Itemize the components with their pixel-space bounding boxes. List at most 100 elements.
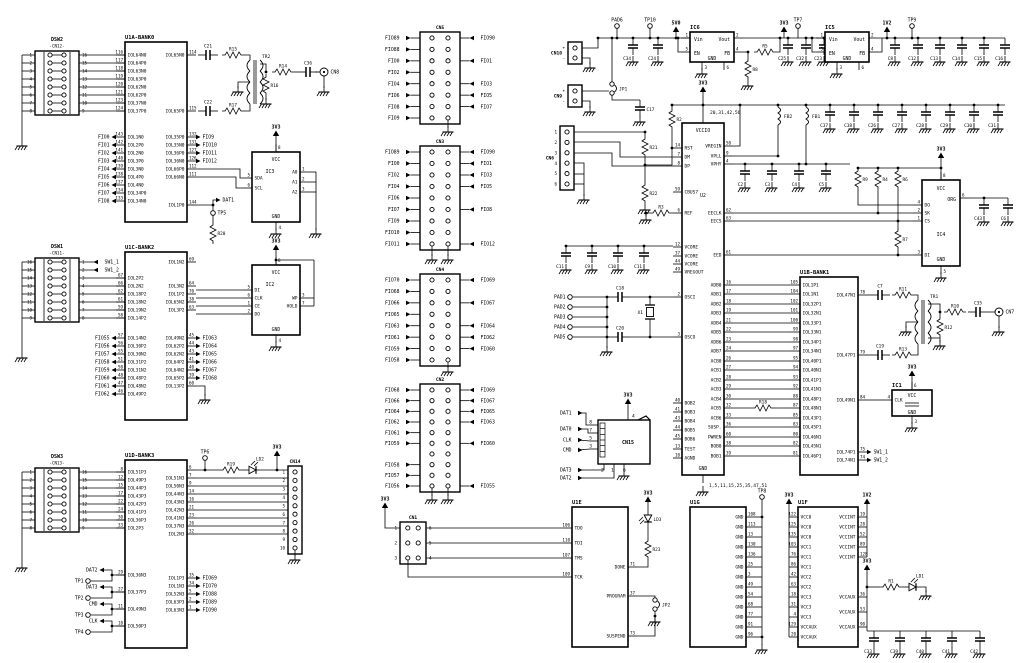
text-8: 8 <box>29 109 32 114</box>
text-fio90: FIO90 <box>481 36 496 42</box>
ferrite-bead-fb2: FB2 <box>777 106 793 126</box>
text-7: 7 <box>282 520 285 525</box>
text-ce: CE <box>255 304 261 310</box>
text-1: 1 <box>611 468 614 474</box>
text-4: 4 <box>726 158 729 163</box>
text-c17: C17 <box>647 107 655 113</box>
text-3v3: 3V3 <box>643 491 652 497</box>
text-3v3: 3V3 <box>784 493 793 499</box>
ground-symbol <box>870 123 884 134</box>
text-sw1-2: SW1_2 <box>874 458 889 464</box>
ground-symbol <box>268 228 282 239</box>
text-vcc1: VCC1 <box>801 565 812 571</box>
text-r4: R4 <box>883 177 889 183</box>
text-87: 87 <box>793 402 799 407</box>
text-vcc3: VCC3 <box>801 595 812 601</box>
test-point-tp3: TP3 <box>75 612 91 619</box>
text-5: 5 <box>589 436 592 442</box>
text-2: 2 <box>29 61 32 66</box>
text-1: 1 <box>29 53 32 58</box>
text-acb4: ACB4 <box>711 397 722 403</box>
wire-bus <box>309 297 314 307</box>
text-vccaux: VCCAUX <box>839 610 856 616</box>
text-c23: C23 <box>814 56 822 62</box>
text-agnd: AGND <box>685 456 696 462</box>
text-81: 81 <box>793 450 799 455</box>
text-63: 63 <box>791 581 797 586</box>
text-3v3: 3V3 <box>271 239 280 245</box>
text-111: 111 <box>189 171 197 176</box>
text-vcc3: VCC3 <box>801 615 812 621</box>
text-gnd: GND <box>937 257 946 263</box>
text-acb5: ACB5 <box>711 406 722 412</box>
text-fio68: FIO68 <box>385 289 400 295</box>
text-iol65n2: IOL65N2 <box>166 300 185 306</box>
text-iol37n0: IOL37N0 <box>128 101 147 107</box>
text-7: 7 <box>189 472 192 477</box>
text-85: 85 <box>793 412 799 417</box>
text-3: 3 <box>589 444 592 450</box>
text-iol2p2: IOL2P2 <box>128 276 145 282</box>
wire <box>578 464 605 471</box>
text-iol2n0: IOL2N0 <box>128 151 145 157</box>
resistor-r16: R16 <box>262 74 279 96</box>
text-24: 24 <box>726 345 732 350</box>
text-iol41n1: IOL41N1 <box>803 387 822 393</box>
text-acb6: ACB6 <box>711 416 722 422</box>
label-3: 3 <box>589 444 592 450</box>
text-24: 24 <box>118 506 124 511</box>
ic-block: VCCIOU2GND14RST7DM8DP59CBUS76REF12VCORE3… <box>673 115 733 483</box>
text-fio55: FIO55 <box>481 484 496 490</box>
text-fio4: FIO4 <box>98 167 110 173</box>
text-iol50n3: IOL50N3 <box>166 484 185 490</box>
label-6: 6 <box>623 468 626 474</box>
text-u1g: U1G <box>690 500 700 506</box>
text-4: 4 <box>279 225 282 230</box>
text-c6: C6 <box>1001 216 1007 222</box>
text-vcore: VCORE <box>685 254 699 260</box>
text-100: 100 <box>790 317 798 322</box>
text-iol43p1: IOL43P1 <box>803 416 822 422</box>
text-tp3: TP3 <box>75 613 84 619</box>
text-8: 8 <box>82 316 85 321</box>
text-iol35n0: IOL35N0 <box>166 143 185 149</box>
text-26: 26 <box>189 520 195 525</box>
text-r7: R7 <box>903 237 909 243</box>
text-12: 12 <box>82 85 88 90</box>
text-fio60: FIO60 <box>481 441 496 447</box>
text-r13: R13 <box>899 347 907 353</box>
text-79: 79 <box>860 349 866 354</box>
ground-symbol <box>954 56 968 67</box>
wire <box>578 464 615 479</box>
text-fio10: FIO10 <box>203 143 218 149</box>
text-19: 19 <box>860 511 866 516</box>
text-1v2: 1V2 <box>882 21 891 27</box>
text-4: 4 <box>917 199 920 204</box>
text-fio69: FIO69 <box>481 388 496 394</box>
text-40: 40 <box>189 364 195 369</box>
ground-symbol <box>822 123 836 134</box>
text-fio6: FIO6 <box>388 196 400 202</box>
text-iol44p3: IOL44P3 <box>128 486 147 492</box>
text-c13: C13 <box>930 56 938 62</box>
text-fio60: FIO60 <box>95 376 110 382</box>
text-29: 29 <box>726 383 732 388</box>
text-pad5: PAD5 <box>554 335 566 341</box>
text-16: 16 <box>189 496 195 501</box>
power-symbol-3v3: 3V3 <box>271 239 281 256</box>
text-ic5: IC5 <box>825 25 835 31</box>
text-5: 5 <box>944 269 947 274</box>
wire <box>196 176 243 189</box>
text-u1b-bank1: U1B-BANK1 <box>800 270 829 276</box>
text-u1a-bank0: U1A-BANK0 <box>125 35 154 41</box>
capacitor-c39: C39 <box>890 631 905 655</box>
text-iol30p2: IOL30P2 <box>128 344 147 350</box>
text-fio9: FIO9 <box>203 135 215 141</box>
text-144: 144 <box>189 199 197 204</box>
text-59: 59 <box>118 304 124 309</box>
text-33: 33 <box>118 522 124 527</box>
text-19: 19 <box>726 307 732 312</box>
text-5: 5 <box>820 46 823 51</box>
text-c5: C5 <box>819 182 825 188</box>
